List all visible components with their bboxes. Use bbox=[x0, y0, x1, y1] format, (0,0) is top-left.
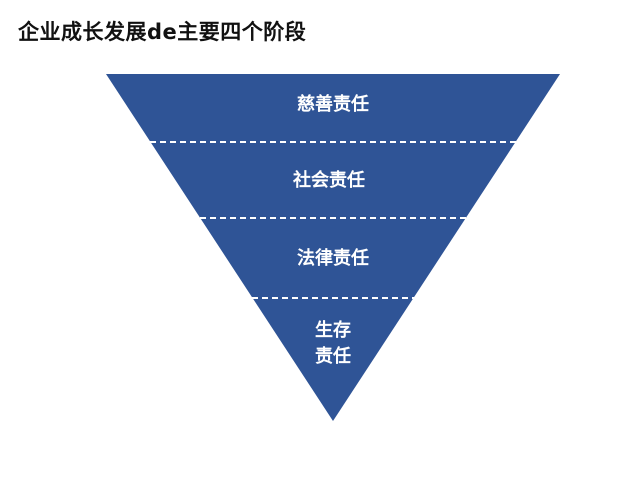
layer-label-legal: 法律责任 bbox=[297, 248, 369, 269]
layer-label-survival: 生存 责任 bbox=[315, 320, 351, 367]
page-title: 企业成长发展de主要四个阶段 bbox=[18, 20, 307, 44]
pyramid-triangle bbox=[106, 74, 560, 421]
layer-label-charity: 慈善责任 bbox=[297, 94, 369, 115]
layer-label-social: 社会责任 bbox=[293, 170, 365, 191]
